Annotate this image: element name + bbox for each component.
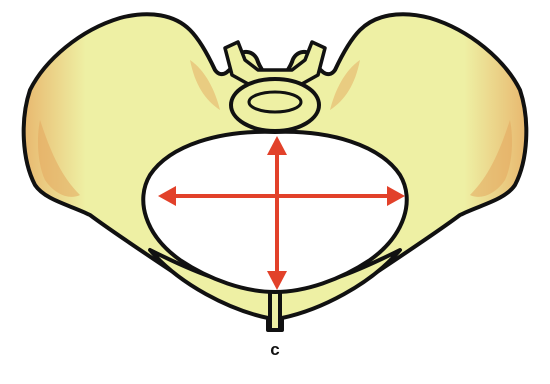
vertebral-canal	[249, 92, 301, 112]
figure-caption: c	[0, 340, 550, 360]
